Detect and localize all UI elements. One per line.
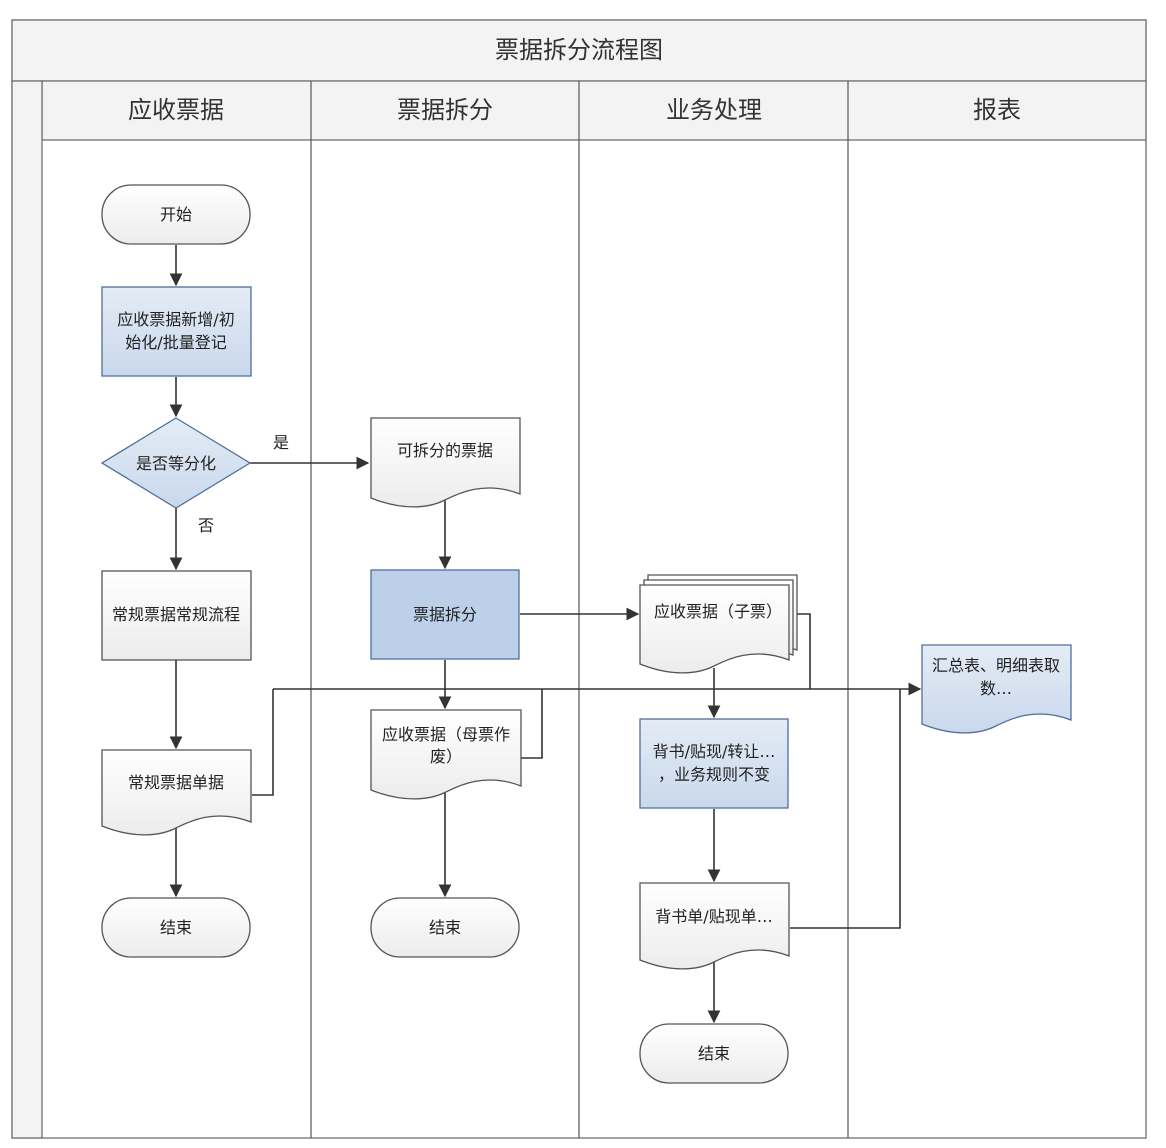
business-label-line2: ，业务规则不变: [658, 765, 770, 784]
edge-mother-report: [521, 689, 543, 759]
no-label: 否: [198, 516, 214, 535]
title-bar: [11, 19, 1147, 82]
endorse-doc-label: 背书单/贴现单…: [655, 907, 772, 926]
endorse-doc: 背书单/贴现单…: [639, 882, 790, 970]
end-label-1: 结束: [160, 918, 192, 937]
regular-doc: 常规票据单据: [101, 749, 252, 836]
regular-doc-label: 常规票据单据: [128, 773, 224, 792]
yes-label: 是: [273, 433, 289, 452]
register-label-line2: 始化/批量登记: [125, 333, 226, 352]
lane-title-receivable: 应收票据: [128, 96, 224, 124]
left-margin-strip: [11, 80, 43, 1139]
lane-header-bar: [41, 80, 1147, 141]
edge-endorse-report: [790, 689, 901, 929]
regular-flow-label: 常规票据常规流程: [112, 605, 240, 624]
report-label-line1: 汇总表、明细表取: [932, 656, 1060, 675]
splittable-label: 可拆分的票据: [397, 441, 493, 460]
register-label-line1: 应收票据新增/初: [117, 310, 234, 329]
edge-regular-doc-report: [252, 689, 274, 796]
start-terminal: 开始: [101, 184, 251, 245]
mother-doc: 应收票据（母票作 废）: [370, 709, 522, 800]
report-label-line2: 数…: [980, 679, 1012, 698]
end-terminal-3: 结束: [639, 1023, 789, 1084]
decision-label: 是否等分化: [136, 454, 216, 473]
diagram-title: 票据拆分流程图: [495, 36, 663, 64]
lane-title-business: 业务处理: [666, 96, 762, 124]
start-label: 开始: [160, 205, 192, 224]
register-process: 应收票据新增/初 始化/批量登记: [101, 286, 252, 377]
lane-title-report: 报表: [973, 96, 1021, 124]
child-doc-multi: 应收票据（子票）: [639, 574, 798, 674]
report-doc: 汇总表、明细表取 数…: [921, 644, 1072, 734]
mother-doc-label-line2: 废）: [430, 747, 462, 766]
end-label-2: 结束: [429, 918, 461, 937]
equal-split-decision: 是否等分化: [100, 417, 252, 509]
edge-child-report: [796, 613, 811, 689]
business-process: 背书/贴现/转让… ，业务规则不变: [639, 718, 789, 809]
mother-doc-label-line1: 应收票据（母票作: [382, 725, 510, 744]
split-process: 票据拆分: [370, 569, 520, 660]
lane-title-split: 票据拆分: [397, 96, 493, 124]
splittable-doc: 可拆分的票据: [370, 417, 521, 508]
business-label-line1: 背书/贴现/转让…: [653, 742, 776, 761]
split-label: 票据拆分: [413, 605, 477, 624]
regular-flow-process: 常规票据常规流程: [101, 570, 252, 661]
child-doc-label: 应收票据（子票）: [654, 602, 782, 621]
end-terminal-1: 结束: [101, 897, 251, 958]
end-label-3: 结束: [698, 1044, 730, 1063]
end-terminal-2: 结束: [370, 897, 520, 958]
connectors: [169, 245, 922, 1024]
